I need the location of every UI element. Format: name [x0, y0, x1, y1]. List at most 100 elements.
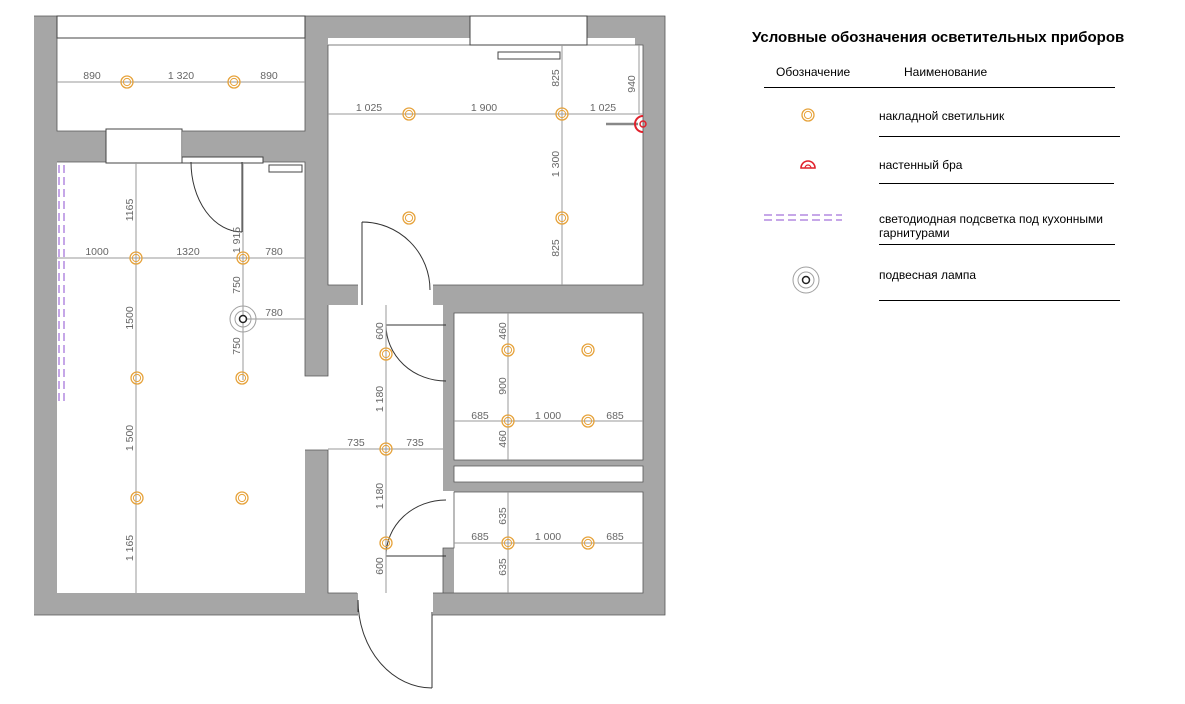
- room-balcony: [57, 38, 305, 131]
- wall-segment: [454, 460, 643, 466]
- wall-segment: [433, 285, 635, 313]
- door-toilet: [385, 499, 447, 557]
- dim-label: 1 165: [124, 535, 136, 561]
- dim-label: 460: [497, 430, 509, 448]
- radiator-bedroom: [497, 51, 561, 60]
- toilet-doorway: [443, 491, 454, 548]
- dim-label: 1 915: [231, 227, 243, 253]
- dim-label: 635: [497, 558, 509, 576]
- dimension-labels: 890 1 320 890 1 025 1 900 1 025 825 1 30…: [83, 69, 638, 576]
- dim-label: 1165: [124, 199, 136, 222]
- ceiling-light-icon: [501, 536, 515, 550]
- room-kitchen-living: [57, 162, 305, 593]
- wall-segment: [305, 450, 328, 593]
- wall-outlines: [34, 15, 666, 616]
- outline: [34, 15, 666, 616]
- ceiling-light-icon: [555, 211, 569, 225]
- radiator-kitchen: [268, 164, 303, 173]
- legend-rule: [879, 136, 1120, 137]
- dim-label: 1 025: [356, 102, 382, 114]
- dim-label: 890: [83, 70, 101, 82]
- dim-label: 750: [231, 276, 243, 294]
- dim-label: 940: [626, 75, 638, 93]
- dim-label: 685: [606, 410, 624, 422]
- legend-ceiling-light-icon: [801, 108, 815, 122]
- ceiling-light-icon: [129, 251, 143, 265]
- dim-label: 1500: [124, 306, 136, 330]
- wall-sconce-icon: [606, 115, 647, 133]
- ceiling-light-icon: [120, 75, 134, 89]
- legend-item-label: светодиодная подсветка под кухонными гар…: [879, 212, 1103, 240]
- dim-label: 600: [374, 322, 386, 340]
- dim-label: 890: [260, 70, 278, 82]
- doors: [190, 161, 447, 689]
- legend-title: Условные обозначения осветительных прибо…: [752, 29, 1125, 46]
- legend-led-strip-icon: [764, 214, 842, 221]
- ceiling-light-icon: [581, 536, 595, 550]
- dim-label: 600: [374, 557, 386, 575]
- legend-item-label: накладной светильник: [879, 109, 1005, 123]
- legend-rule: [879, 300, 1120, 301]
- legend-wall-sconce-icon: [800, 160, 816, 169]
- ceiling-light-icon: [501, 343, 515, 357]
- ceiling-light-icon: [227, 75, 241, 89]
- legend-rule: [879, 244, 1115, 245]
- ceiling-light-icon: [555, 107, 569, 121]
- ceiling-light-icon: [402, 211, 416, 225]
- floor-plan: 890 1 320 890 1 025 1 900 1 025 825 1 30…: [34, 15, 666, 689]
- dim-label: 780: [265, 246, 283, 258]
- pendant-lamp-icon: [229, 305, 257, 333]
- legend-header-rule: [764, 87, 1115, 88]
- ceiling-light-icon: [130, 491, 144, 505]
- wall-segment: [443, 548, 454, 593]
- wall-segment: [643, 38, 665, 593]
- dim-label: 1 000: [535, 410, 561, 422]
- dim-label: 735: [347, 437, 365, 449]
- ceiling-light-icon: [379, 536, 393, 550]
- door-bedroom: [361, 221, 431, 305]
- room-bedroom: [328, 45, 643, 285]
- legend-rule: [879, 183, 1114, 184]
- dim-label: 1 300: [550, 151, 562, 177]
- dim-label: 750: [231, 337, 243, 355]
- dim-label: 1 500: [124, 425, 136, 451]
- window-balcony: [56, 15, 306, 39]
- wall-segment: [305, 16, 328, 376]
- dimension-lines: [57, 45, 643, 593]
- dim-label: 780: [265, 307, 283, 319]
- ceiling-light-icon: [402, 107, 416, 121]
- door-bathroom: [385, 324, 447, 382]
- wall-segment: [443, 313, 454, 491]
- ceiling-light-icon: [581, 343, 595, 357]
- wall-segment: [328, 285, 358, 305]
- ceiling-light-icon: [235, 371, 249, 385]
- ceiling-light-icon: [581, 414, 595, 428]
- ceiling-light-icon: [379, 442, 393, 456]
- ceiling-light-icon: [236, 251, 250, 265]
- wall-segment: [454, 482, 643, 492]
- dim-label: 1 180: [374, 386, 386, 412]
- outline: [453, 312, 644, 483]
- dim-label: 1 900: [471, 102, 497, 114]
- ceiling-lights: [120, 75, 595, 550]
- window-sill: [181, 156, 264, 164]
- door-balcony: [190, 161, 243, 233]
- ceiling-light-icon: [501, 414, 515, 428]
- dim-label: 825: [550, 69, 562, 87]
- room-areas: [57, 38, 643, 615]
- legend-item-label: настенный бра: [879, 158, 963, 172]
- legend-pendant-lamp-icon: [792, 266, 820, 294]
- dim-label: 1000: [85, 246, 109, 258]
- dim-label: 900: [497, 377, 509, 395]
- dim-label: 685: [471, 410, 489, 422]
- dim-label: 735: [406, 437, 424, 449]
- legend-col-symbol: Обозначение: [776, 65, 851, 79]
- dim-label: 685: [606, 531, 624, 543]
- window-balcony-door: [105, 128, 183, 164]
- hall-doorway: [358, 285, 433, 305]
- door-entrance: [357, 599, 433, 689]
- ceiling-light-icon: [235, 491, 249, 505]
- legend-item-label: подвесная лампа: [879, 268, 977, 282]
- led-strip-icon: [58, 165, 65, 405]
- dim-label: 825: [550, 239, 562, 257]
